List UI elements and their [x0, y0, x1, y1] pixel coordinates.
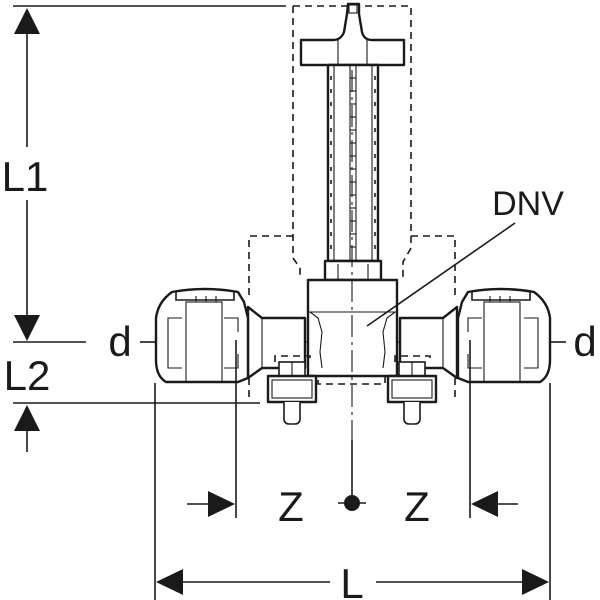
left-connector-cap — [175, 292, 235, 301]
z-right-label: Z — [404, 483, 430, 530]
left-drain-plug — [266, 355, 318, 425]
right-plug-stem — [403, 402, 421, 425]
l2-label: L2 — [4, 352, 51, 399]
dnv-label: DNV — [492, 185, 564, 223]
l2-arrow-up-icon — [14, 405, 40, 431]
extension-lines — [154, 340, 551, 600]
envelope-upper-left — [292, 6, 301, 278]
envelope-upper-right — [293, 5, 412, 278]
d-right-label: d — [573, 318, 596, 365]
right-connector — [456, 287, 552, 384]
z-right-arrow-icon — [471, 491, 498, 517]
l1-arrow-up-icon — [14, 8, 40, 34]
left-plug-inner — [271, 379, 313, 399]
body-right-chamfer — [382, 311, 396, 369]
spindle-graduations — [330, 76, 376, 249]
installation-envelope — [248, 5, 456, 400]
dimension-z: Z Z — [187, 483, 518, 530]
right-plug-envelope — [394, 355, 431, 362]
envelope-left-step — [248, 235, 293, 300]
handle-tee-top — [299, 2, 406, 67]
z-left-arrow-icon — [208, 491, 235, 517]
body-left-chamfer — [309, 311, 323, 369]
left-connector-bracket — [167, 317, 182, 369]
dimension-l2: L2 — [4, 341, 260, 452]
right-connector-sleeve — [483, 301, 521, 383]
dimension-l1: L1 — [2, 5, 286, 341]
left-connector-inner-lower — [224, 354, 239, 369]
right-connector-body — [456, 287, 552, 384]
dnv-leader-line — [366, 222, 516, 327]
left-connector — [154, 287, 250, 384]
right-connector-inner-lower — [467, 354, 482, 369]
spindle-tube — [326, 63, 380, 263]
left-connector-sleeve — [185, 301, 223, 383]
handle-tip — [348, 4, 358, 14]
z-left-label: Z — [278, 483, 304, 530]
spindle-collar — [323, 259, 383, 282]
envelope-right-step — [411, 235, 456, 300]
d-left-label: d — [108, 318, 131, 365]
right-connector-bracket — [524, 317, 539, 369]
right-connector-inner — [467, 317, 482, 332]
l-left-arrow-icon — [156, 569, 183, 595]
right-drain-plug — [386, 355, 438, 425]
dimension-l: L — [156, 560, 549, 600]
valve-handle — [299, 2, 406, 282]
right-connector-cap — [471, 292, 531, 301]
left-plug-envelope — [274, 355, 311, 362]
l-label: L — [340, 560, 363, 600]
l1-arrow-down-icon — [14, 315, 40, 341]
left-connector-inner — [224, 317, 239, 332]
l-right-arrow-icon — [522, 569, 549, 595]
left-connector-body — [154, 287, 250, 384]
left-plug-stem — [283, 402, 301, 425]
right-plug-inner — [391, 379, 433, 399]
l1-label: L1 — [2, 153, 49, 200]
